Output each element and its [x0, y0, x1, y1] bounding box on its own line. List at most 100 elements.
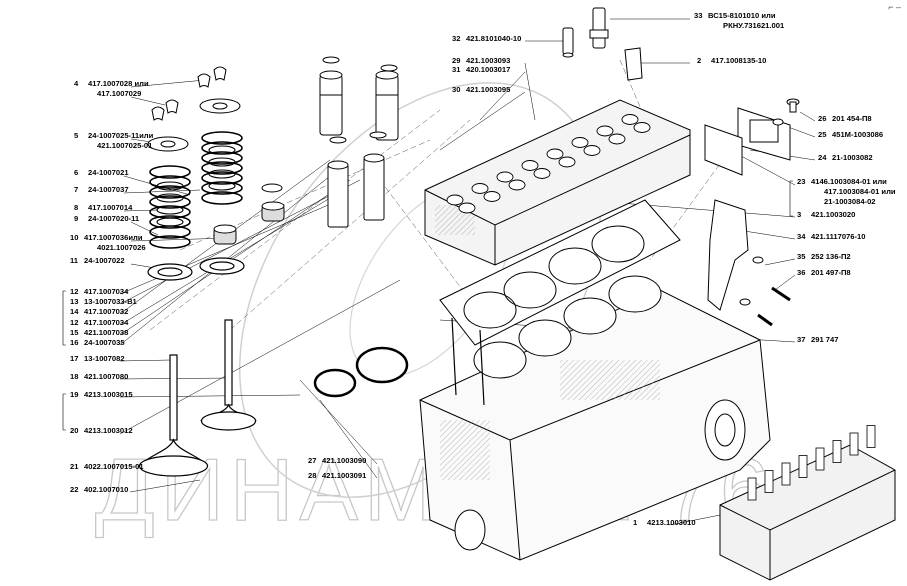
callout-number: 35	[797, 252, 806, 261]
callout-part-code: 252 136-П2	[811, 252, 851, 261]
callout-number: 28	[308, 471, 317, 480]
head-studs	[451, 317, 485, 406]
head-boss	[558, 156, 576, 168]
callout-number: 14	[70, 307, 79, 316]
callout-number: 10	[70, 233, 79, 242]
callout-part-code: 24-1007035	[84, 338, 125, 347]
callout-part-code: 4213.1003010	[647, 518, 696, 527]
callout-number: 29	[452, 56, 461, 65]
callout-part-code: 421.1003090	[322, 456, 367, 465]
callout-part-code: 417.1008135-10	[711, 56, 767, 65]
cylinder-head-bosses	[446, 114, 651, 214]
callout-number: 15	[70, 328, 79, 337]
callout-part-code: 421.1003095	[466, 85, 511, 94]
callout-part-code: 417.1007032	[84, 307, 129, 316]
corner-mark: ⌐ ‒	[888, 2, 901, 12]
callout-part-code: РКНУ.731621.001	[723, 21, 785, 30]
leader-line	[119, 279, 401, 435]
head-boss	[633, 122, 651, 133]
callout-number: 6	[74, 168, 79, 177]
callout-cont-callouts_right-7: 417.1003084-01 или	[810, 187, 896, 196]
valve-springs	[149, 131, 243, 249]
head-boss	[608, 133, 626, 145]
head-boss	[533, 168, 551, 179]
callout-number: 27	[308, 456, 317, 465]
callout-part-code: 417.1003084-01 или	[824, 187, 896, 196]
callout-27-callouts_top-4: 27 421.1003090	[308, 456, 366, 465]
head-boss	[583, 145, 601, 156]
callout-number: 32	[452, 34, 461, 43]
leader-line	[764, 258, 796, 266]
callout-part-code: 291 747	[811, 335, 839, 344]
inset-valve-spring	[849, 432, 859, 456]
callout-part-code: 13-1007033-В1	[84, 297, 137, 306]
callout-part-code: 24-1007020-11	[88, 214, 140, 223]
callout-part-code: 201 497-П8	[811, 268, 851, 277]
callout-number: 31	[452, 65, 461, 74]
leader-line	[119, 167, 341, 346]
callout-number: 13	[70, 297, 79, 306]
assembled-head-valves	[747, 425, 876, 501]
spring-seats	[147, 257, 245, 281]
callout-number: 23	[797, 177, 806, 186]
callout-cont-callouts_left-3: 421.1007025-01	[83, 141, 152, 150]
callout-part-code: 4146.1003084-01 или	[811, 177, 887, 186]
inset-valve-spring	[764, 470, 774, 493]
callout-cont-callouts_left-9: 4021.1007026	[83, 243, 146, 252]
head-boss	[596, 125, 614, 137]
inset-valve-spring	[866, 425, 876, 448]
callout-23-callouts_right-6: 23 4146.1003084-01 или	[797, 177, 887, 186]
callout-part-code: 4213.1003015	[84, 390, 133, 399]
leader-line	[737, 229, 796, 240]
callout-number: 8	[74, 203, 79, 212]
callout-number: 2	[697, 56, 702, 65]
callout-part-code: 4213.1003012	[84, 426, 133, 435]
callout-part-code: 4022.1007015-01	[84, 462, 144, 471]
callout-number: 17	[70, 354, 79, 363]
leader-line	[123, 189, 201, 194]
leader-line	[299, 379, 378, 465]
callout-part-code: 421.1007025-01	[97, 141, 153, 150]
callout-number: 21	[70, 462, 79, 471]
callout-part-code: 4021.1007026	[97, 243, 146, 252]
callout-number: 18	[70, 372, 79, 381]
cylinder-block	[419, 275, 771, 561]
head-boss	[546, 148, 564, 160]
leader-line	[479, 71, 526, 121]
callout-number: 11	[70, 256, 79, 265]
callout-number: 22	[70, 485, 79, 494]
callout-part-code: 24-1007037	[88, 185, 129, 194]
spring-retainers	[147, 98, 241, 152]
callout-part-code: 420.1003017	[466, 65, 511, 74]
callout-13-callouts_left-12: 13 13-1007033-В1	[70, 297, 137, 306]
callout-cont-callouts_right-8: 21-1003084-02	[810, 197, 876, 206]
callout-number: 1	[633, 518, 638, 527]
callout-part-code: 417.1007028 или	[88, 79, 149, 88]
valve-guides	[319, 56, 399, 228]
head-boss	[471, 183, 489, 194]
callout-number: 16	[70, 338, 79, 347]
head-boss	[496, 171, 514, 183]
callout-part-code: 201 454-П8	[832, 114, 872, 123]
callout-part-code: 421.1003020	[811, 210, 856, 219]
leader-line	[119, 394, 301, 398]
callout-part-code: 417.1007034	[84, 287, 129, 296]
